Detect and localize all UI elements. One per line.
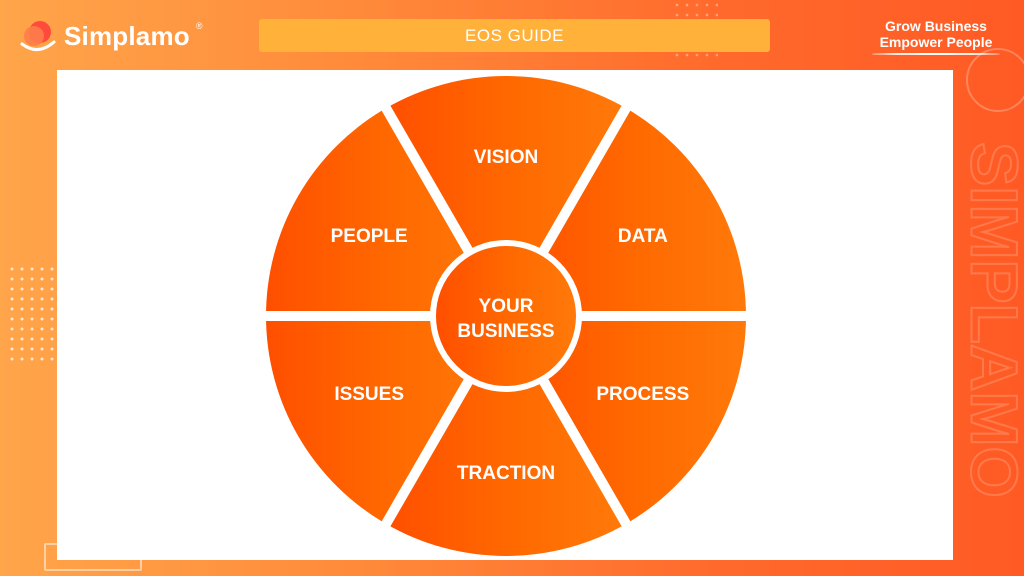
wheel-segment-people — [256, 98, 511, 321]
brand-name: Simplamo — [64, 20, 190, 51]
brand-logo[interactable]: Simplamo ® — [18, 18, 203, 54]
wheel-segment-process — [501, 311, 756, 534]
decorative-ring — [966, 48, 1024, 112]
segment-label-process: PROCESS — [596, 384, 689, 405]
wheel-segment-vision — [378, 70, 634, 321]
wheel-segment-data — [501, 98, 756, 321]
registered-mark: ® — [195, 21, 203, 31]
segment-label-traction: TRACTION — [457, 463, 555, 484]
center-label-line-2: BUSINESS — [457, 321, 554, 342]
eos-wheel-diagram: YOUR BUSINESS VISION DATA PROCESS TRACTION I… — [256, 70, 756, 560]
segment-label-issues: ISSUES — [334, 384, 404, 405]
decorative-dots-left — [7, 264, 57, 364]
brand-tagline: Grow Business Empower People — [868, 18, 1004, 55]
segment-label-data: DATA — [618, 226, 668, 247]
page-title: EOS GUIDE — [259, 19, 770, 52]
content-panel: YOUR BUSINESS VISION DATA PROCESS TRACTION I… — [57, 70, 953, 560]
watermark-text: SIMPLAMO — [958, 142, 1020, 498]
tagline-underline — [872, 53, 1000, 55]
segment-label-people: PEOPLE — [331, 226, 408, 247]
brand-watermark: SIMPLAMO — [958, 141, 1020, 499]
brand-logo-icon — [20, 21, 56, 51]
center-label-line-1: YOUR — [479, 296, 534, 317]
tagline-line-2: Empower People — [879, 34, 993, 50]
tagline-line-1: Grow Business — [885, 18, 987, 34]
center-hub — [430, 240, 582, 392]
wheel-segment-traction — [378, 311, 634, 560]
wheel-segment-issues — [256, 311, 511, 534]
segment-label-vision: VISION — [474, 147, 538, 168]
